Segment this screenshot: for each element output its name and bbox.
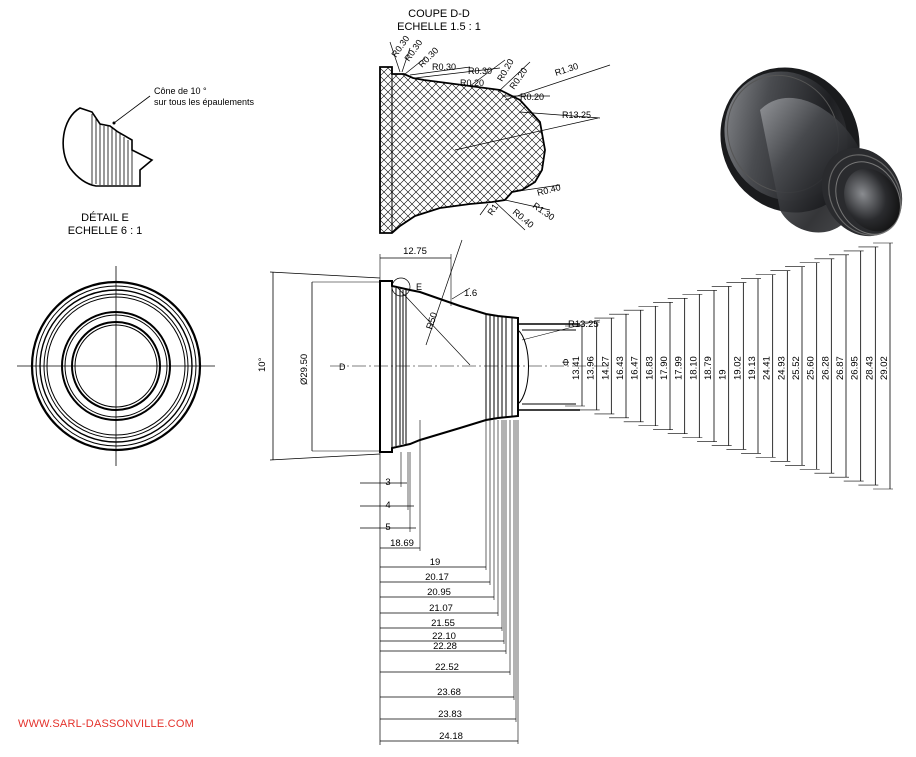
length-value: 22.28 (433, 641, 457, 652)
diameter-value: 25.52 (791, 356, 802, 380)
diameter-value: 19.13 (747, 356, 758, 380)
website-watermark: WWW.SARL-DASSONVILLE.COM (18, 718, 194, 730)
section-dd-view: COUPE D-D ECHELLE 1.5 : 1 R0.30 R0.30 R0… (379, 8, 611, 234)
diameter-value: 26.87 (835, 356, 846, 380)
diameter-value: 26.95 (850, 356, 861, 380)
section-radius-label: R13.25 (562, 110, 591, 120)
angle-label: 10° (257, 357, 268, 372)
diameter-value: 24.93 (776, 356, 787, 380)
length-value: 21.07 (429, 603, 453, 614)
diameter-value: 13.41 (571, 356, 582, 380)
top-length-label: 12.75 (403, 246, 427, 257)
section-radius-label: R0.20 (460, 78, 484, 88)
section-radius-label: R0.30 (432, 62, 456, 72)
length-value: 20.95 (427, 587, 451, 598)
small-length-value: 3 (385, 477, 390, 488)
length-value: 22.10 (432, 631, 456, 642)
section-radius-label: R1.30 (554, 61, 580, 78)
detail-e-scale: ECHELLE 6 : 1 (68, 225, 143, 237)
section-radius-label: R1.30 (531, 200, 556, 222)
radius-small: 1.6 (464, 288, 477, 299)
diameter-value: 17.99 (674, 356, 685, 380)
length-value: 21.55 (431, 618, 455, 629)
diameter-value: 19.02 (732, 356, 743, 380)
section-radius-label: R0.40 (511, 207, 536, 230)
diameter-value: 25.60 (806, 356, 817, 380)
diameter-value: 26.28 (820, 356, 831, 380)
length-value: 23.68 (437, 687, 461, 698)
small-length-value: 5 (385, 522, 390, 533)
detail-e-profile (62, 107, 154, 187)
diameter-value: 16.83 (644, 356, 655, 380)
diameter-value: 18.79 (703, 356, 714, 380)
length-value: 24.18 (439, 731, 463, 742)
length-value: 22.52 (435, 662, 459, 673)
end-view (17, 266, 215, 466)
diameter-value: 13.96 (586, 356, 597, 380)
diameter-label: Ø29.50 (299, 354, 310, 385)
section-radius-label: R0.40 (536, 182, 562, 198)
detail-marker-e: E (416, 282, 422, 292)
diameter-value: 19 (718, 369, 729, 380)
section-dd-title: COUPE D-D (408, 8, 470, 20)
section-dd-scale: ECHELLE 1.5 : 1 (397, 21, 481, 33)
length-value: 20.17 (425, 572, 449, 583)
length-value: 23.83 (438, 709, 462, 720)
section-radius-label: R0.30 (468, 66, 492, 76)
diameter-value: 16.43 (615, 356, 626, 380)
section-dd-hatched-body (379, 66, 546, 234)
section-marker-d: D (339, 362, 346, 372)
length-value: 19 (430, 557, 441, 568)
diameter-value: 24.41 (762, 356, 773, 380)
detail-e-note-line1: Cône de 10 ° (154, 86, 207, 96)
main-outline (379, 280, 519, 453)
detail-e-title: DÉTAIL E (81, 211, 129, 224)
detail-e-view: Cône de 10 ° sur tous les épaulements DÉ… (62, 86, 255, 237)
part-3d-render (720, 67, 903, 237)
section-radius-label: R0.20 (520, 92, 544, 102)
horizontal-dimensions: 3 4 518.69 19 20.17 20.95 21.07 21.55 22.1022.28… (360, 420, 519, 745)
diameter-value: 18.10 (688, 356, 699, 380)
phi-symbol: Φ (561, 358, 572, 366)
diameter-value: 17.90 (659, 356, 670, 380)
diameter-value: 29.02 (879, 356, 890, 380)
radius-r50: R50 (424, 311, 440, 331)
detail-e-note-line2: sur tous les épaulements (154, 97, 255, 107)
small-length-value: 4 (385, 500, 390, 511)
length-value: 18.69 (390, 538, 414, 549)
diameter-value: 14.27 (600, 356, 611, 380)
diameter-value: 16.47 (630, 356, 641, 380)
main-side-view: 10° Ø29.50 D E (257, 239, 610, 461)
diameter-value: 28.43 (864, 356, 875, 380)
